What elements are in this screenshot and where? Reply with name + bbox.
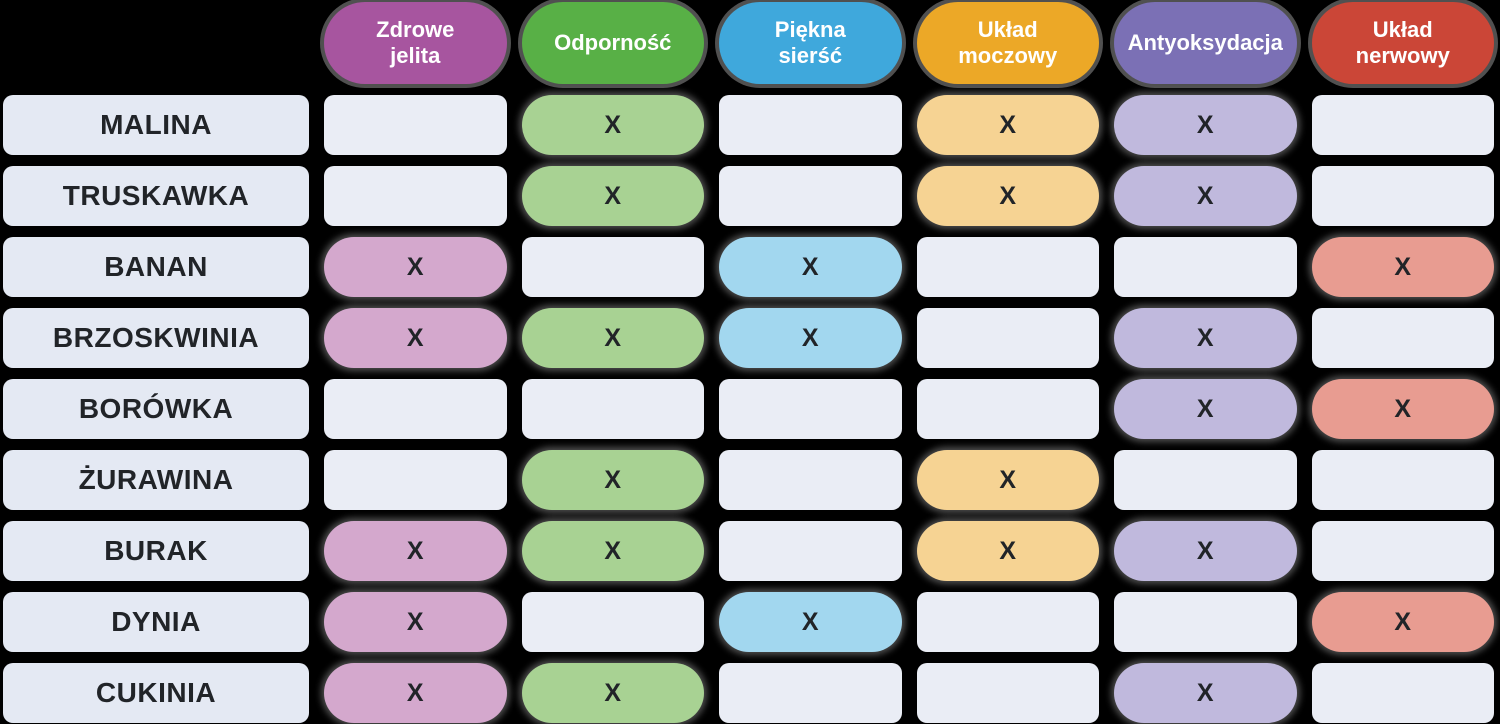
mark-cell: X bbox=[1114, 521, 1297, 581]
mark-cell: X bbox=[324, 663, 507, 723]
mark-cell: X bbox=[719, 237, 902, 297]
empty-cell bbox=[916, 592, 1099, 652]
column-header-pill: Układ nerwowy bbox=[1311, 2, 1494, 84]
row-label: CUKINIA bbox=[3, 663, 309, 723]
mark-cell: X bbox=[521, 166, 704, 226]
empty-cell bbox=[719, 521, 902, 581]
empty-cell bbox=[324, 95, 507, 155]
row-label: ŻURAWINA bbox=[3, 450, 309, 510]
empty-cell bbox=[1114, 450, 1297, 510]
empty-cell bbox=[719, 379, 902, 439]
empty-cell bbox=[719, 450, 902, 510]
empty-cell bbox=[719, 663, 902, 723]
mark-cell: X bbox=[916, 95, 1099, 155]
mark-cell: X bbox=[916, 521, 1099, 581]
row-label: TRUSKAWKA bbox=[3, 166, 309, 226]
row-label: BANAN bbox=[3, 237, 309, 297]
mark-cell: X bbox=[1311, 237, 1494, 297]
column-header-pill: Piękna sierść bbox=[719, 2, 902, 84]
mark-cell: X bbox=[324, 237, 507, 297]
mark-cell: X bbox=[324, 592, 507, 652]
empty-cell bbox=[1311, 521, 1494, 581]
mark-cell: X bbox=[1311, 592, 1494, 652]
row-label: DYNIA bbox=[3, 592, 309, 652]
mark-cell: X bbox=[324, 308, 507, 368]
empty-cell bbox=[916, 663, 1099, 723]
empty-cell bbox=[719, 166, 902, 226]
mark-cell: X bbox=[719, 592, 902, 652]
mark-cell: X bbox=[1114, 95, 1297, 155]
row-label: BRZOSKWINIA bbox=[3, 308, 309, 368]
corner-spacer bbox=[3, 2, 309, 84]
empty-cell bbox=[521, 379, 704, 439]
empty-cell bbox=[916, 308, 1099, 368]
mark-cell: X bbox=[521, 663, 704, 723]
empty-cell bbox=[324, 379, 507, 439]
empty-cell bbox=[324, 450, 507, 510]
empty-cell bbox=[1311, 450, 1494, 510]
row-label: MALINA bbox=[3, 95, 309, 155]
empty-cell bbox=[1311, 663, 1494, 723]
mark-cell: X bbox=[1114, 308, 1297, 368]
mark-cell: X bbox=[324, 521, 507, 581]
empty-cell bbox=[324, 166, 507, 226]
mark-cell: X bbox=[719, 308, 902, 368]
empty-cell bbox=[719, 95, 902, 155]
mark-cell: X bbox=[1114, 663, 1297, 723]
mark-cell: X bbox=[521, 450, 704, 510]
empty-cell bbox=[1114, 237, 1297, 297]
empty-cell bbox=[521, 592, 704, 652]
mark-cell: X bbox=[916, 450, 1099, 510]
mark-cell: X bbox=[521, 95, 704, 155]
empty-cell bbox=[1311, 308, 1494, 368]
empty-cell bbox=[916, 237, 1099, 297]
empty-cell bbox=[1114, 592, 1297, 652]
empty-cell bbox=[1311, 95, 1494, 155]
mark-cell: X bbox=[1114, 166, 1297, 226]
column-header-pill: Układ moczowy bbox=[916, 2, 1099, 84]
column-header-pill: Antyoksydacja bbox=[1114, 2, 1297, 84]
mark-cell: X bbox=[521, 308, 704, 368]
row-label: BURAK bbox=[3, 521, 309, 581]
column-header-pill: Zdrowe jelita bbox=[324, 2, 507, 84]
empty-cell bbox=[521, 237, 704, 297]
column-header-pill: Odporność bbox=[521, 2, 704, 84]
mark-cell: X bbox=[521, 521, 704, 581]
empty-cell bbox=[1311, 166, 1494, 226]
mark-cell: X bbox=[1311, 379, 1494, 439]
row-label: BORÓWKA bbox=[3, 379, 309, 439]
mark-cell: X bbox=[1114, 379, 1297, 439]
mark-cell: X bbox=[916, 166, 1099, 226]
empty-cell bbox=[916, 379, 1099, 439]
